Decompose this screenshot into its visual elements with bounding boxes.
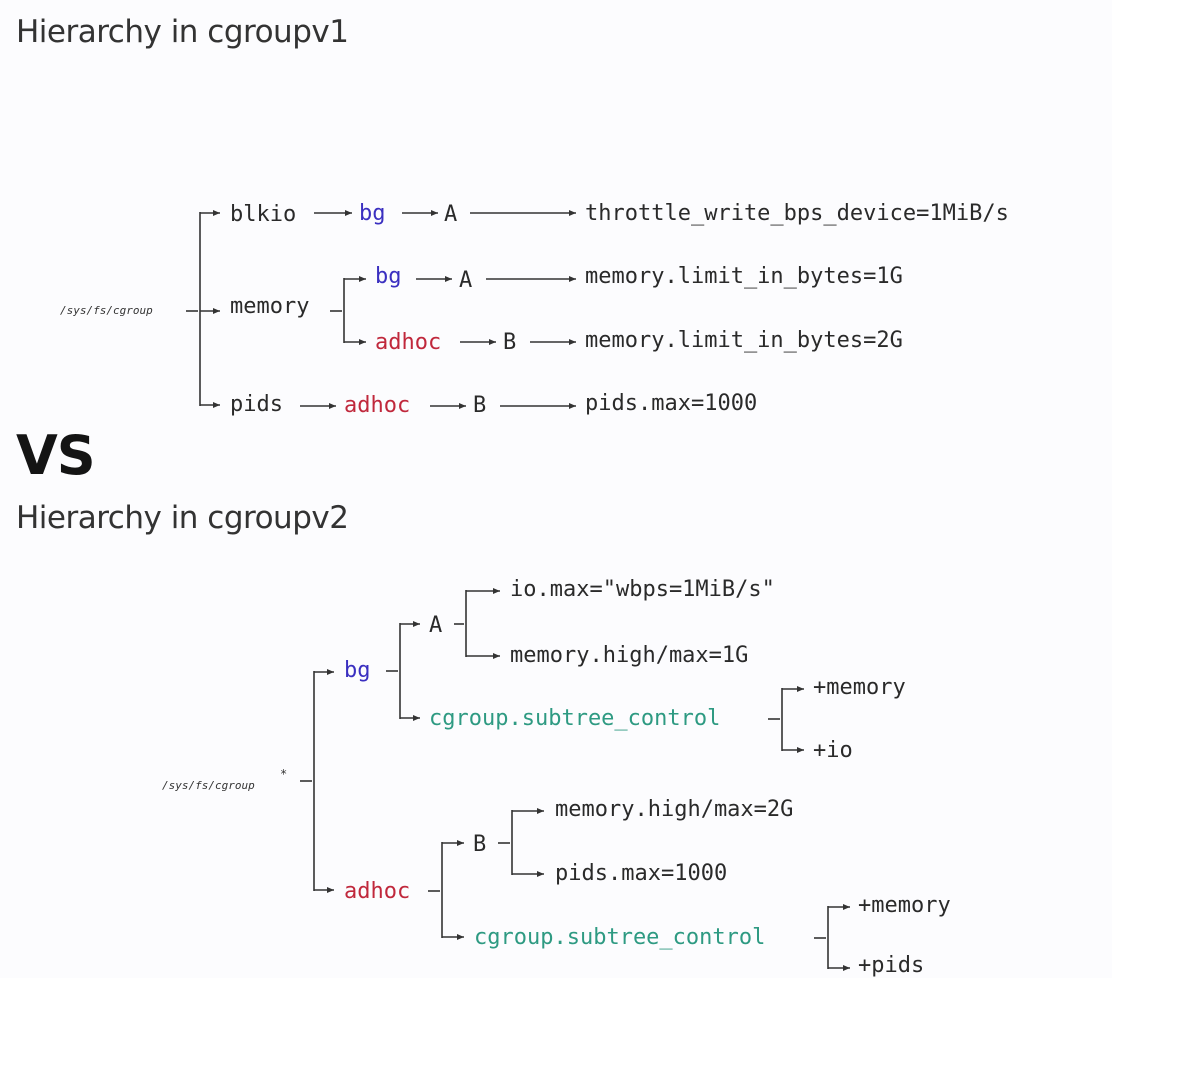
v2-root-asterisk: * [280,767,287,781]
v2-adhoc-b: B [473,832,486,857]
v2-adhoc-b-pids: pids.max=1000 [555,861,727,886]
v2-bg-a-io: io.max="wbps=1MiB/s" [510,577,775,602]
v1-memory-adhoc: adhoc [375,330,441,355]
v2-adhoc: adhoc [344,879,410,904]
v1-blkio-setting: throttle_write_bps_device=1MiB/s [585,201,1009,226]
cgroupv2-heading: Hierarchy in cgroupv2 [16,500,349,536]
v1-memory-bg: bg [375,264,402,289]
v1-memory-a: A [459,268,472,293]
v1-pids-setting: pids.max=1000 [585,391,757,416]
v2-root-path: /sys/fs/cgroup [162,779,255,792]
v2-adhoc-subtree-control: cgroup.subtree_control [474,925,765,950]
v2-bg-subtree-control: cgroup.subtree_control [429,706,720,731]
vs-label: VS [16,424,96,487]
v2-bg: bg [344,658,371,683]
v1-memory: memory [230,294,309,319]
slide-canvas [0,0,1112,978]
v1-memory-b: B [503,330,516,355]
v1-pids-adhoc: adhoc [344,393,410,418]
v1-memory-setting-b: memory.limit_in_bytes=2G [585,328,903,353]
v2-bg-a-memory: memory.high/max=1G [510,643,748,668]
v1-blkio-bg: bg [359,201,386,226]
v1-pids-b: B [473,393,486,418]
v2-adhoc-subtree-memory: +memory [858,893,951,918]
v1-pids: pids [230,392,283,417]
v2-tree: /sys/fs/cgroup * bg A io.max="wbps=1MiB/… [162,577,951,978]
v2-bg-a: A [429,613,442,638]
v1-blkio-a: A [444,202,457,227]
cgroupv1-heading: Hierarchy in cgroupv1 [16,14,349,50]
v2-bg-subtree-io: +io [813,738,853,763]
v1-tree: /sys/fs/cgroup blkio bg A throttle_write… [60,201,1009,418]
v1-memory-setting-a: memory.limit_in_bytes=1G [585,264,903,289]
v2-bg-subtree-memory: +memory [813,675,906,700]
v2-adhoc-subtree-pids: +pids [858,953,924,978]
v1-root-path: /sys/fs/cgroup [60,304,153,317]
v2-adhoc-b-memory: memory.high/max=2G [555,797,793,822]
v1-blkio: blkio [230,202,296,227]
